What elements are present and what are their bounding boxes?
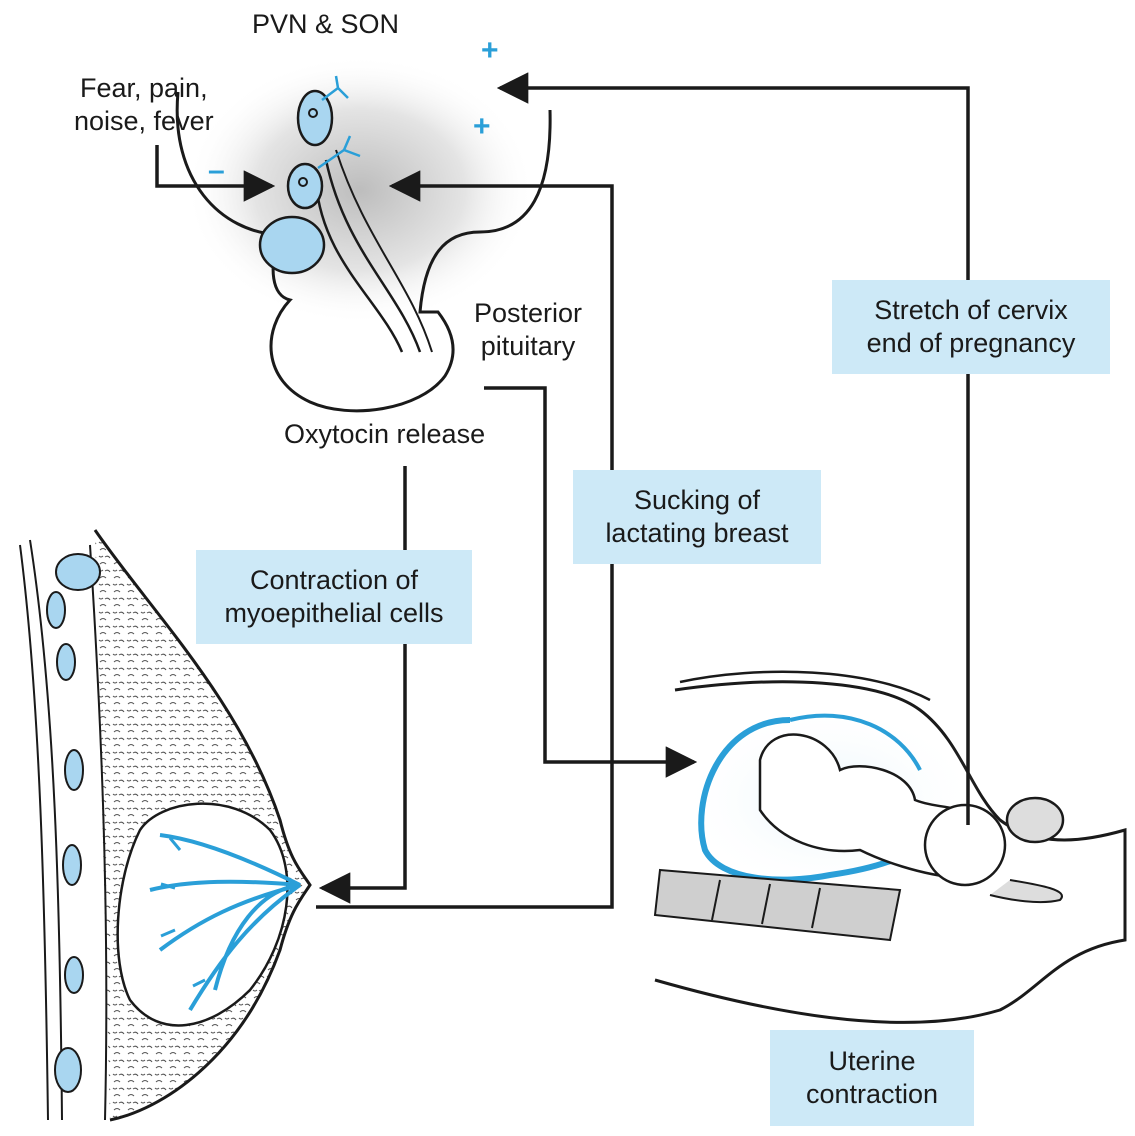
posterior-pituitary-label: Posterior pituitary [474, 297, 582, 363]
oxytocin-release-label: Oxytocin release [284, 418, 485, 451]
myo-box-line2: myoepithelial cells [224, 597, 443, 630]
oxytocin-to-uterus-arrow [484, 388, 694, 762]
uterine-box-line2: contraction [806, 1078, 938, 1111]
cervix-stretch-box: Stretch of cervix end of pregnancy [832, 280, 1110, 374]
fetus-in-uterus-icon [655, 672, 1125, 1023]
excitatory-plus-mid: + [473, 112, 491, 142]
uterine-contraction-box: Uterine contraction [770, 1030, 974, 1126]
cervix-box-line2: end of pregnancy [867, 327, 1076, 360]
pvn-son-label: PVN & SON [252, 8, 399, 41]
stimuli-label-line2: noise, fever [74, 105, 214, 138]
sucking-box: Sucking of lactating breast [573, 470, 821, 564]
stimuli-label: Fear, pain, noise, fever [74, 72, 214, 138]
myoepithelial-box: Contraction of myoepithelial cells [196, 550, 472, 644]
sucking-box-line2: lactating breast [605, 517, 788, 550]
posterior-label-line1: Posterior [474, 297, 582, 330]
myo-box-line1: Contraction of [250, 564, 418, 597]
cervix-box-line1: Stretch of cervix [874, 294, 1068, 327]
sucking-box-line1: Sucking of [634, 484, 760, 517]
posterior-label-line2: pituitary [474, 330, 582, 363]
uterine-box-line1: Uterine [828, 1045, 915, 1078]
inhibitory-minus: – [208, 156, 225, 186]
excitatory-plus-top: + [481, 36, 499, 66]
stimuli-label-line1: Fear, pain, [74, 72, 214, 105]
cervix-feedback-arrow [500, 88, 968, 825]
oxytocin-to-breast-arrow [322, 466, 405, 888]
